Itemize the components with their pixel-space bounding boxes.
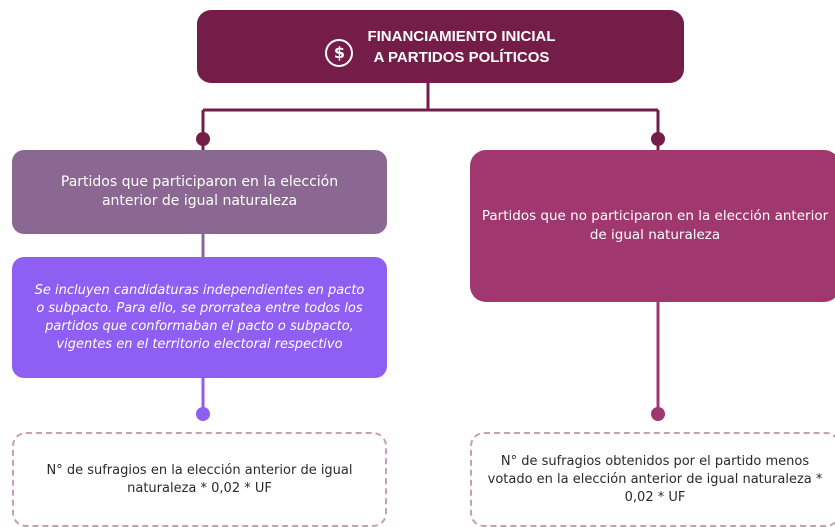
right-branch-dot <box>651 132 665 146</box>
left-branch-header-text: Partidos que participaron en la elección… <box>60 174 339 209</box>
right-branch-header: Partidos que no participaron en la elecc… <box>470 150 835 302</box>
left-branch-dot <box>196 132 210 146</box>
right-branch-header-text: Partidos que no participaron en la elecc… <box>481 208 829 243</box>
left-branch-formula-text: N° de sufragios en la elección anterior … <box>46 462 353 496</box>
right-branch-formula-text: N° de sufragios obtenidos por el partido… <box>487 453 823 505</box>
dollar-circle-icon: $ <box>325 38 354 67</box>
left-branch-formula: N° de sufragios en la elección anterior … <box>12 432 387 527</box>
diagram-title: FINANCIAMIENTO INICIAL A PARTIDOS POLÍTI… <box>367 26 555 68</box>
left-branch-note-text: Se incluyen candidaturas independientes … <box>34 282 365 352</box>
right-branch-formula: N° de sufragios obtenidos por el partido… <box>470 432 835 527</box>
title-line-2: A PARTIDOS POLÍTICOS <box>373 48 550 66</box>
left-branch-note: Se incluyen candidaturas independientes … <box>12 257 387 378</box>
title-box: $ FINANCIAMIENTO INICIAL A PARTIDOS POLÍ… <box>197 10 684 83</box>
left-branch-header: Partidos que participaron en la elección… <box>12 150 387 234</box>
title-line-1: FINANCIAMIENTO INICIAL <box>367 27 556 45</box>
note-bottom-dot <box>196 407 210 421</box>
right-header-bottom-dot <box>651 407 665 421</box>
